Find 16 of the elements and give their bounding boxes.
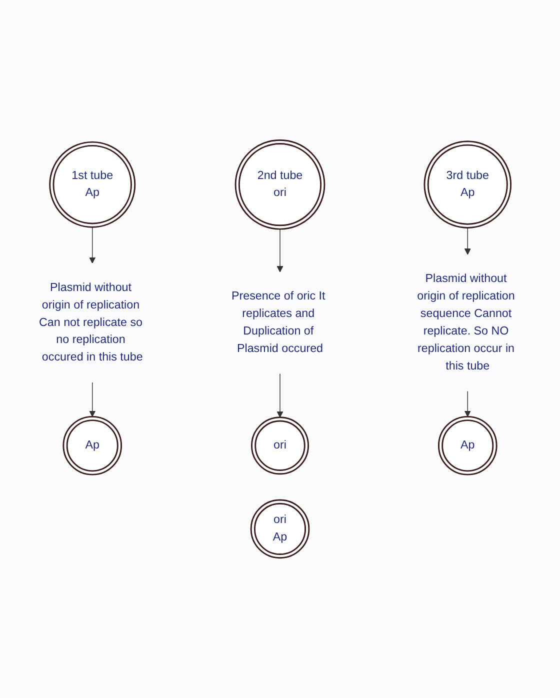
node-circle: ori Ap xyxy=(250,499,310,559)
node-circle: 3rd tube Ap xyxy=(424,140,512,228)
arrow xyxy=(276,373,284,418)
node-circle: Ap xyxy=(438,416,498,476)
node-text: Plasmid without origin of replication sequence Cannot replicate. So NO replication occur in this tube xyxy=(417,272,515,372)
node-circle: ori xyxy=(250,416,310,475)
node-text: Plasmid without origin of replication Can not replicate so no replication occured in this tube xyxy=(39,281,143,364)
node-circle: 2nd tube ori xyxy=(234,139,326,230)
node-circle: Ap xyxy=(62,416,122,476)
arrow xyxy=(276,228,284,272)
arrow xyxy=(89,382,96,417)
node-text: Presence of oric It replicates and Duplication of Plasmid occured xyxy=(231,290,326,355)
arrow xyxy=(89,226,96,264)
arrow xyxy=(464,390,471,417)
arrow xyxy=(464,227,471,255)
node-circle: 1st tube Ap xyxy=(49,141,136,228)
